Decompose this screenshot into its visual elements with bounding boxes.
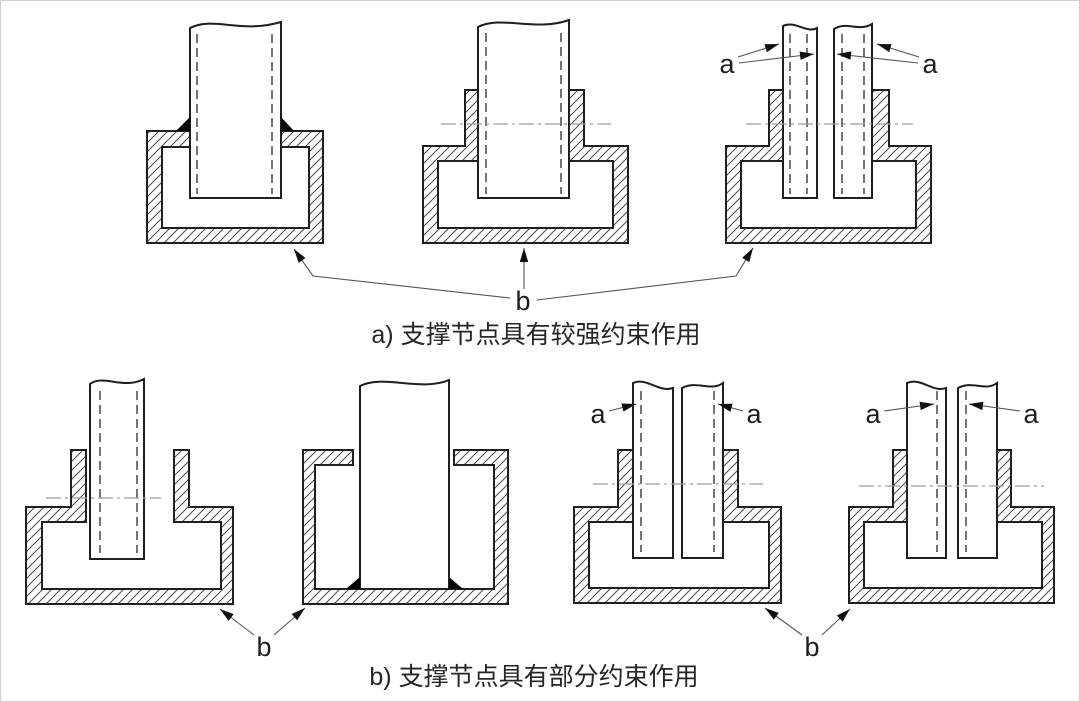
joint-b4-slotted-tube-socket: a a: [848, 380, 1055, 604]
leader-arrow: [737, 43, 780, 58]
leader-arrow: [273, 607, 306, 636]
leader-arrow: [968, 401, 1021, 412]
callout-b-left-pair: b: [219, 607, 306, 662]
tube-hidden-lines: [640, 391, 715, 552]
leader-arrow: [608, 403, 637, 412]
callout-a-label: a: [922, 49, 938, 79]
callout-a-left: a: [719, 43, 815, 79]
callout-a-label: a: [590, 399, 606, 429]
callout-b-right-pair: b: [764, 607, 851, 662]
column-tube: [89, 377, 145, 560]
column-tube-left-half: [906, 380, 947, 559]
column-tube: [189, 20, 282, 199]
callout-a-label: a: [719, 49, 735, 79]
callout-b-row-a: b: [293, 247, 754, 316]
caption-a: a) 支撑节点具有较强约束作用: [371, 321, 700, 349]
leader-arrow: [764, 607, 803, 636]
leader-arrow: [876, 43, 920, 58]
weld-mark: [176, 117, 190, 131]
callout-a-label: a: [1023, 399, 1039, 429]
callout-a-label: a: [865, 399, 881, 429]
socket-body: [25, 449, 234, 605]
caption-b: b) 支撑节点具有部分约束作用: [369, 663, 698, 691]
panel-b: a a a a b: [25, 377, 1055, 691]
callout-a-right: a: [717, 399, 762, 429]
leader-arrow: [836, 51, 919, 64]
joint-a1-welded-socket: [146, 20, 324, 244]
joint-b1-loose-collar: [25, 377, 234, 605]
tube-hidden-lines: [196, 34, 273, 194]
column-tube-right-half: [957, 381, 998, 559]
joint-b2-base-welded-box: [302, 378, 509, 605]
column-tube-left-half: [782, 23, 818, 199]
callout-a-left: a: [865, 399, 935, 429]
leader-arrow: [293, 248, 511, 299]
column-tube-left-half: [632, 380, 674, 559]
callout-a-right: a: [968, 399, 1039, 429]
column-tube: [477, 18, 570, 199]
tube-hidden-lines: [99, 391, 138, 553]
callout-a-right: a: [836, 43, 938, 79]
joint-a2-collar-socket: [422, 18, 629, 244]
tube-hidden-lines: [485, 33, 562, 194]
tube-hidden-lines: [936, 391, 967, 552]
leader-arrow: [821, 608, 851, 636]
callout-a-left: a: [590, 399, 637, 429]
panel-a: a a b a) 支撑节点具有较强约束作用: [146, 18, 938, 349]
column-tube-right-half: [833, 22, 873, 199]
socket-body: [725, 89, 932, 244]
socket-body: [573, 449, 782, 604]
callout-b-label: b: [515, 286, 530, 316]
joint-a3-slotted-tube-socket: a a: [719, 22, 938, 244]
leader-arrow: [883, 401, 935, 412]
leader-arrow: [717, 403, 744, 412]
weld-mark: [346, 577, 360, 589]
leader-arrow: [536, 247, 754, 301]
weld-mark: [449, 577, 463, 589]
joint-b3-slotted-tube-socket: a a: [573, 380, 782, 604]
leader-arrow: [738, 51, 815, 64]
socket-body: [422, 89, 629, 244]
column-tube: [359, 378, 450, 590]
weld-mark: [281, 117, 294, 131]
callout-b-label: b: [804, 632, 819, 662]
socket-body: [848, 449, 1055, 604]
callout-a-label: a: [746, 399, 762, 429]
socket-body: [302, 449, 509, 605]
leader-arrow: [219, 608, 255, 636]
callout-b-label: b: [256, 632, 271, 662]
column-tube-right-half: [681, 381, 724, 559]
